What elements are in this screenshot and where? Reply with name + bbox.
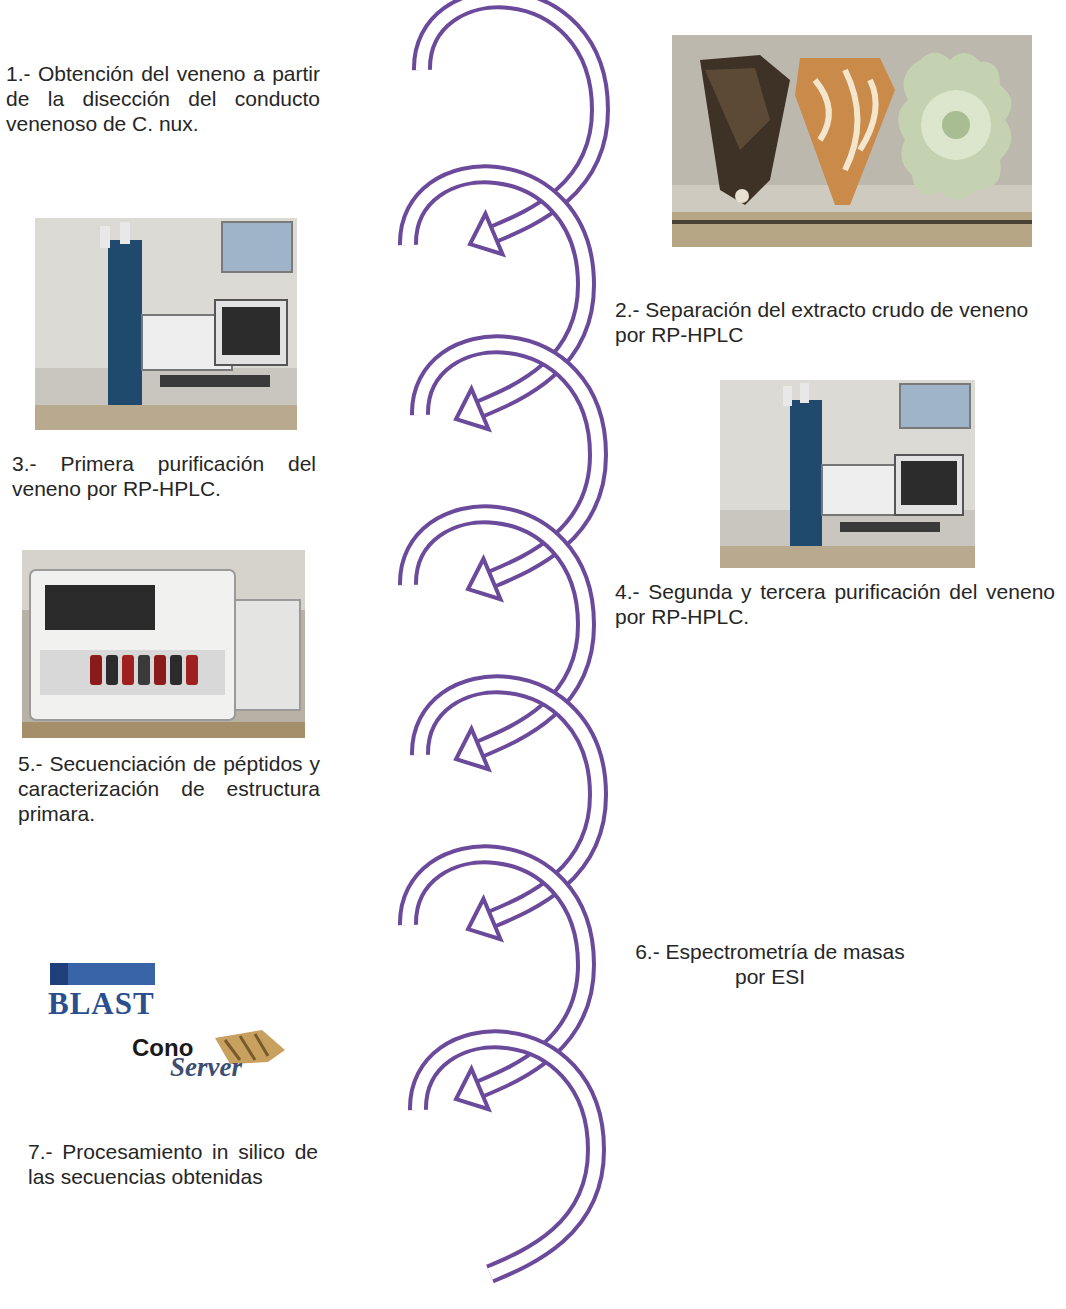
loop-arrow bbox=[408, 174, 586, 429]
hplc-photo bbox=[720, 380, 975, 568]
loop-arrow bbox=[408, 514, 586, 769]
blast-logo-tile bbox=[50, 963, 155, 985]
step-text: 3.- Primera purificación del veneno por … bbox=[12, 452, 316, 502]
logo-text: BLAST bbox=[48, 988, 155, 1019]
step-text: 2.- Separación del extracto crudo de ven… bbox=[615, 298, 1055, 348]
step-text: 4.- Segunda y tercera purificación del v… bbox=[615, 580, 1055, 630]
logo-text: Server bbox=[170, 1054, 242, 1081]
step-text: 7.- Procesamiento in silico de las secue… bbox=[28, 1140, 318, 1190]
sequencer-photo bbox=[22, 550, 305, 738]
shells-photo bbox=[672, 35, 1032, 247]
step-text: 1.- Obtención del veneno a partir de la … bbox=[6, 62, 320, 136]
loop-arrow bbox=[418, 1039, 596, 1274]
step-text: 5.- Secuenciación de péptidos y caracter… bbox=[18, 752, 320, 826]
step-text: 6.- Espectrometría de masas por ESI bbox=[625, 940, 915, 990]
hplc-photo bbox=[35, 218, 297, 430]
